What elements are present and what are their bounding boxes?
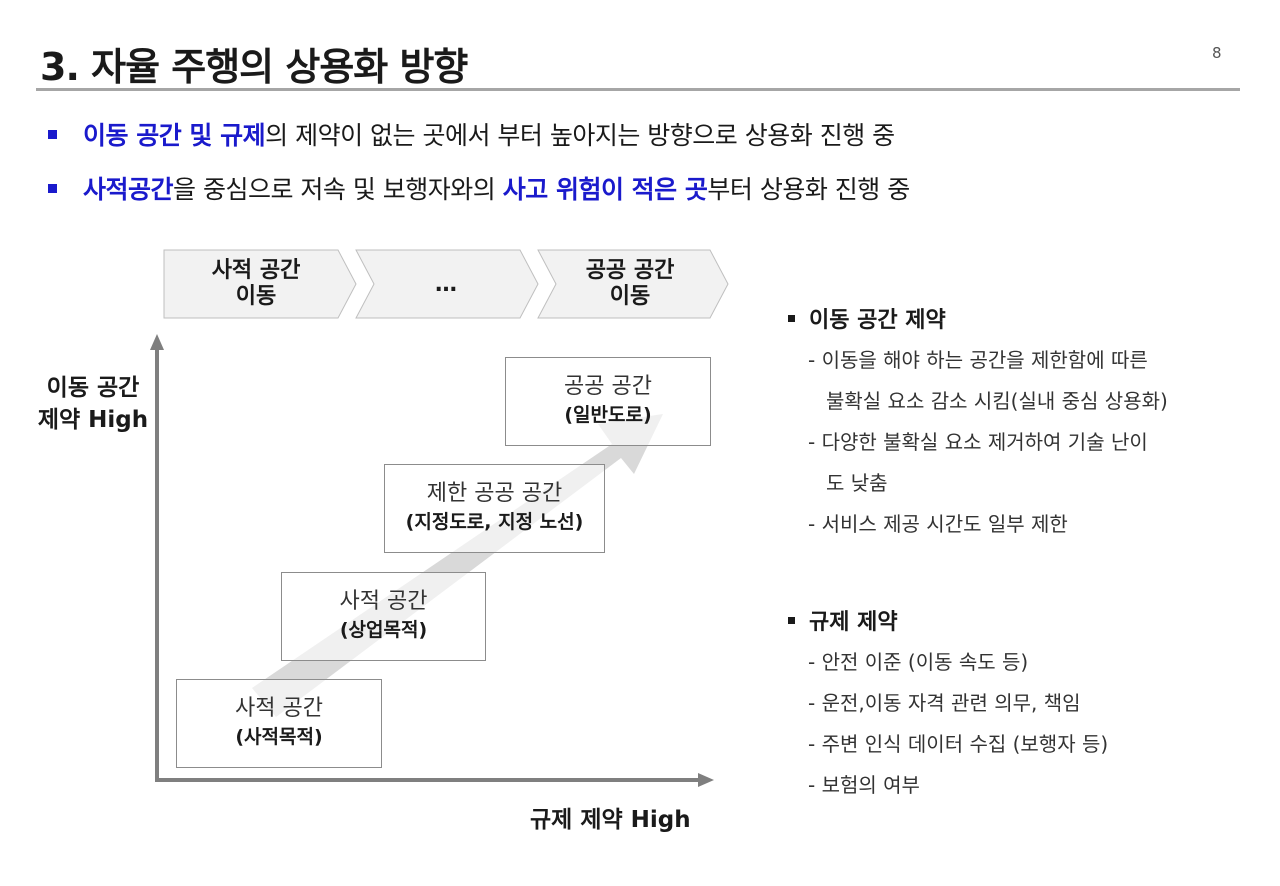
chevron-1-line2: 이동 xyxy=(235,284,277,309)
chevron-label-2: … xyxy=(356,272,536,298)
stage-4-sub: (일반도로) xyxy=(564,404,652,426)
y-axis-label-line2: 제약 High xyxy=(37,407,149,433)
page-title: 3. 자율 주행의 상용화 방향 xyxy=(40,45,468,89)
title-divider xyxy=(36,88,1240,91)
detail-line: - 이동을 해야 하는 공간을 제한함에 따른 xyxy=(808,348,1148,372)
chevron-shape-1 xyxy=(163,249,357,319)
detail-line: - 안전 이준 (이동 속도 등) xyxy=(808,650,1029,674)
detail-line: - 주변 인식 데이터 수집 (보행자 등) xyxy=(808,732,1109,756)
section-2-title: 규제 제약 xyxy=(809,610,898,635)
section-2-details: - 안전 이준 (이동 속도 등) - 운전,이동 자격 관련 의무, 책임 -… xyxy=(808,642,1108,806)
section-1-title: 이동 공간 제약 xyxy=(809,308,946,333)
square-bullet-icon xyxy=(48,183,57,193)
chevron-shape-2 xyxy=(355,249,539,319)
bullet-1-highlight: 이동 공간 및 규제 xyxy=(83,121,266,150)
bullet-2-text-1: 을 중심으로 저속 및 보행자와의 xyxy=(173,175,503,204)
square-bullet-icon xyxy=(788,616,795,624)
detail-line: 도 낮춤 xyxy=(826,471,888,495)
detail-line: - 운전,이동 자격 관련 의무, 책임 xyxy=(808,691,1081,715)
stage-box-public: 공공 공간 (일반도로) xyxy=(505,357,711,446)
y-axis-label-line1: 이동 공간 xyxy=(46,375,140,401)
stage-box-private-commercial: 사적 공간 (상업목적) xyxy=(281,572,486,661)
section-heading-regulation: 규제 제약 xyxy=(788,604,898,636)
detail-line: - 서비스 제공 시간도 일부 제한 xyxy=(808,512,1068,536)
bullet-2-highlight-2: 사고 위험이 적은 곳 xyxy=(502,175,708,204)
y-axis-label: 이동 공간 제약 High xyxy=(28,372,158,436)
detail-line: - 보험의 여부 xyxy=(808,773,920,797)
square-bullet-icon xyxy=(48,129,57,139)
bullet-2-text-2: 부터 상용화 진행 중 xyxy=(707,175,910,204)
chevron-3-line2: 이동 xyxy=(609,284,651,309)
bullet-line-1: 이동 공간 및 규제의 제약이 없는 곳에서 부터 높아지는 방향으로 상용화 … xyxy=(48,116,895,152)
stage-1-sub: (사적목적) xyxy=(235,726,323,748)
stage-2-main: 사적 공간 xyxy=(339,589,428,614)
bullet-line-2: 사적공간을 중심으로 저속 및 보행자와의 사고 위험이 적은 곳부터 상용화 … xyxy=(48,170,910,206)
page-number: 8 xyxy=(1212,44,1222,62)
chevron-label-3: 공공 공간 이동 xyxy=(540,258,720,310)
stage-2-sub: (상업목적) xyxy=(339,619,428,641)
x-axis-arrowhead-icon xyxy=(698,773,714,787)
stage-3-sub: (지정도로, 지정 노선) xyxy=(405,511,584,533)
chevron-1-line1: 사적 공간 xyxy=(211,258,301,283)
bullet-2-highlight-1: 사적공간 xyxy=(83,175,174,204)
stage-3-main: 제한 공공 공간 xyxy=(426,481,563,506)
stage-box-restricted-public: 제한 공공 공간 (지정도로, 지정 노선) xyxy=(384,464,605,553)
x-axis-label: 규제 제약 High xyxy=(530,807,691,833)
y-axis-arrowhead-icon xyxy=(150,334,164,350)
chevron-label-1: 사적 공간 이동 xyxy=(166,258,346,310)
chevron-3-line1: 공공 공간 xyxy=(585,258,675,283)
section-heading-space: 이동 공간 제약 xyxy=(788,302,946,334)
section-1-details: - 이동을 해야 하는 공간을 제한함에 따른 불확실 요소 감소 시킴(실내 … xyxy=(808,340,1168,545)
progress-arrow xyxy=(252,414,663,717)
bullet-1-text: 의 제약이 없는 곳에서 부터 높아지는 방향으로 상용화 진행 중 xyxy=(265,121,895,150)
chevron-2-line1: … xyxy=(435,272,457,297)
stage-4-main: 공공 공간 xyxy=(564,374,652,399)
square-bullet-icon xyxy=(788,314,795,322)
stage-box-private-personal: 사적 공간 (사적목적) xyxy=(176,679,382,768)
detail-line: 불확실 요소 감소 시킴(실내 중심 상용화) xyxy=(826,389,1168,413)
stage-1-main: 사적 공간 xyxy=(235,696,323,721)
chevron-shape-3 xyxy=(537,249,729,319)
detail-line: - 다양한 불확실 요소 제거하여 기술 난이 xyxy=(808,430,1148,454)
